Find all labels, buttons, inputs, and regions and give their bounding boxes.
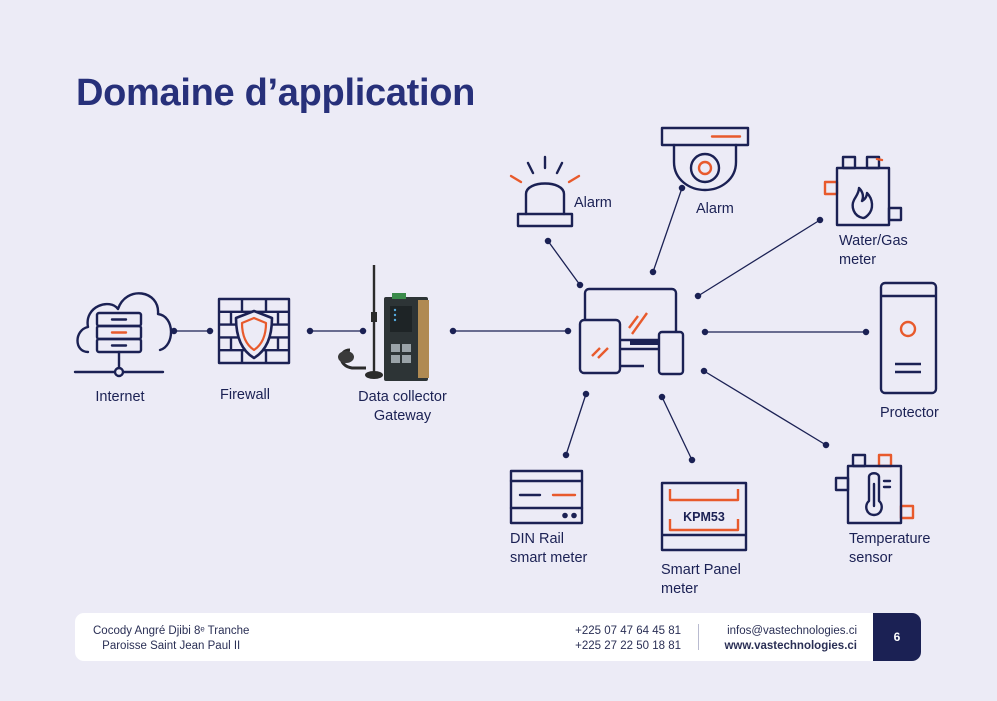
smart-panel-meter-label: Smart Panel meter bbox=[661, 561, 741, 599]
gateway-label-line1: Data collector bbox=[358, 389, 447, 405]
connector-gateway-hub bbox=[449, 327, 572, 335]
connector-hub-protector bbox=[701, 328, 870, 336]
connector-hub-beacon bbox=[544, 237, 584, 289]
email-link[interactable]: infos@vastechnologies.ci bbox=[727, 625, 857, 637]
din-rail-label-line2: smart meter bbox=[510, 550, 588, 566]
alarm-camera-label: Alarm bbox=[696, 201, 734, 217]
connector-hub-camera bbox=[649, 184, 686, 276]
connector-hub-gasmeter bbox=[694, 216, 824, 300]
gas-meter-icon bbox=[823, 155, 903, 227]
temperature-sensor-label: Temperature sensor bbox=[849, 530, 930, 568]
din-rail-meter-label: DIN Rail smart meter bbox=[510, 530, 587, 568]
page-number: 6 bbox=[873, 613, 921, 661]
panel-meter-icon bbox=[660, 481, 748, 552]
panel-display-text: KPM53 bbox=[683, 510, 725, 524]
smart-panel-label-line1: Smart Panel bbox=[661, 562, 741, 578]
website-link[interactable]: www.vastechnologies.ci bbox=[724, 640, 857, 652]
footer-phones: +225 07 47 64 45 81 +225 27 22 50 18 81 bbox=[565, 624, 681, 654]
dome-camera-icon bbox=[660, 126, 750, 192]
water-gas-label-line2: meter bbox=[839, 252, 877, 268]
phone-2[interactable]: +225 27 22 50 18 81 bbox=[575, 640, 681, 652]
address-line1: Cocody Angré Djibi 8ᵉ Tranche bbox=[93, 625, 250, 637]
cloud-server-icon bbox=[73, 292, 173, 378]
alarm-beacon-label: Alarm bbox=[574, 195, 612, 211]
connector-hub-thermo bbox=[700, 367, 830, 449]
water-gas-meter-label: Water/Gas meter bbox=[839, 232, 908, 270]
smart-panel-label-line2: meter bbox=[661, 581, 699, 597]
thermometer-icon bbox=[834, 453, 915, 525]
alarm-beacon-icon bbox=[509, 155, 581, 228]
footer-address: Cocody Angré Djibi 8ᵉ Tranche Paroisse S… bbox=[93, 624, 249, 654]
protector-icon bbox=[879, 281, 938, 395]
gateway-label-line2: Gateway bbox=[373, 408, 432, 424]
footer-bar: Cocody Angré Djibi 8ᵉ Tranche Paroisse S… bbox=[75, 613, 921, 661]
temperature-label-line2: sensor bbox=[849, 550, 893, 566]
page-title: Domaine d’application bbox=[76, 72, 476, 114]
firewall-shield-icon bbox=[217, 297, 291, 365]
connector-hub-dinrail bbox=[562, 390, 590, 459]
footer-contact: infos@vastechnologies.ci www.vastechnolo… bbox=[715, 624, 857, 654]
phone-1[interactable]: +225 07 47 64 45 81 bbox=[575, 625, 681, 637]
din-rail-label-line1: DIN Rail bbox=[510, 531, 564, 547]
connector-internet-firewall bbox=[170, 327, 214, 335]
connector-firewall-gateway bbox=[306, 327, 367, 335]
protector-label: Protector bbox=[880, 405, 939, 421]
firewall-label: Firewall bbox=[220, 387, 270, 403]
temperature-label-line1: Temperature bbox=[849, 531, 931, 547]
internet-label: Internet bbox=[95, 389, 145, 405]
gateway-device-icon bbox=[338, 265, 429, 381]
din-rail-meter-icon bbox=[509, 469, 584, 525]
address-line2: Paroisse Saint Jean Paul II bbox=[102, 640, 241, 652]
gateway-label: Data collector Gateway bbox=[340, 388, 465, 426]
connectors bbox=[170, 184, 870, 464]
water-gas-label-line1: Water/Gas bbox=[839, 233, 908, 249]
devices-icon bbox=[578, 287, 685, 376]
footer-divider bbox=[698, 624, 699, 650]
connector-hub-panel bbox=[658, 393, 696, 464]
